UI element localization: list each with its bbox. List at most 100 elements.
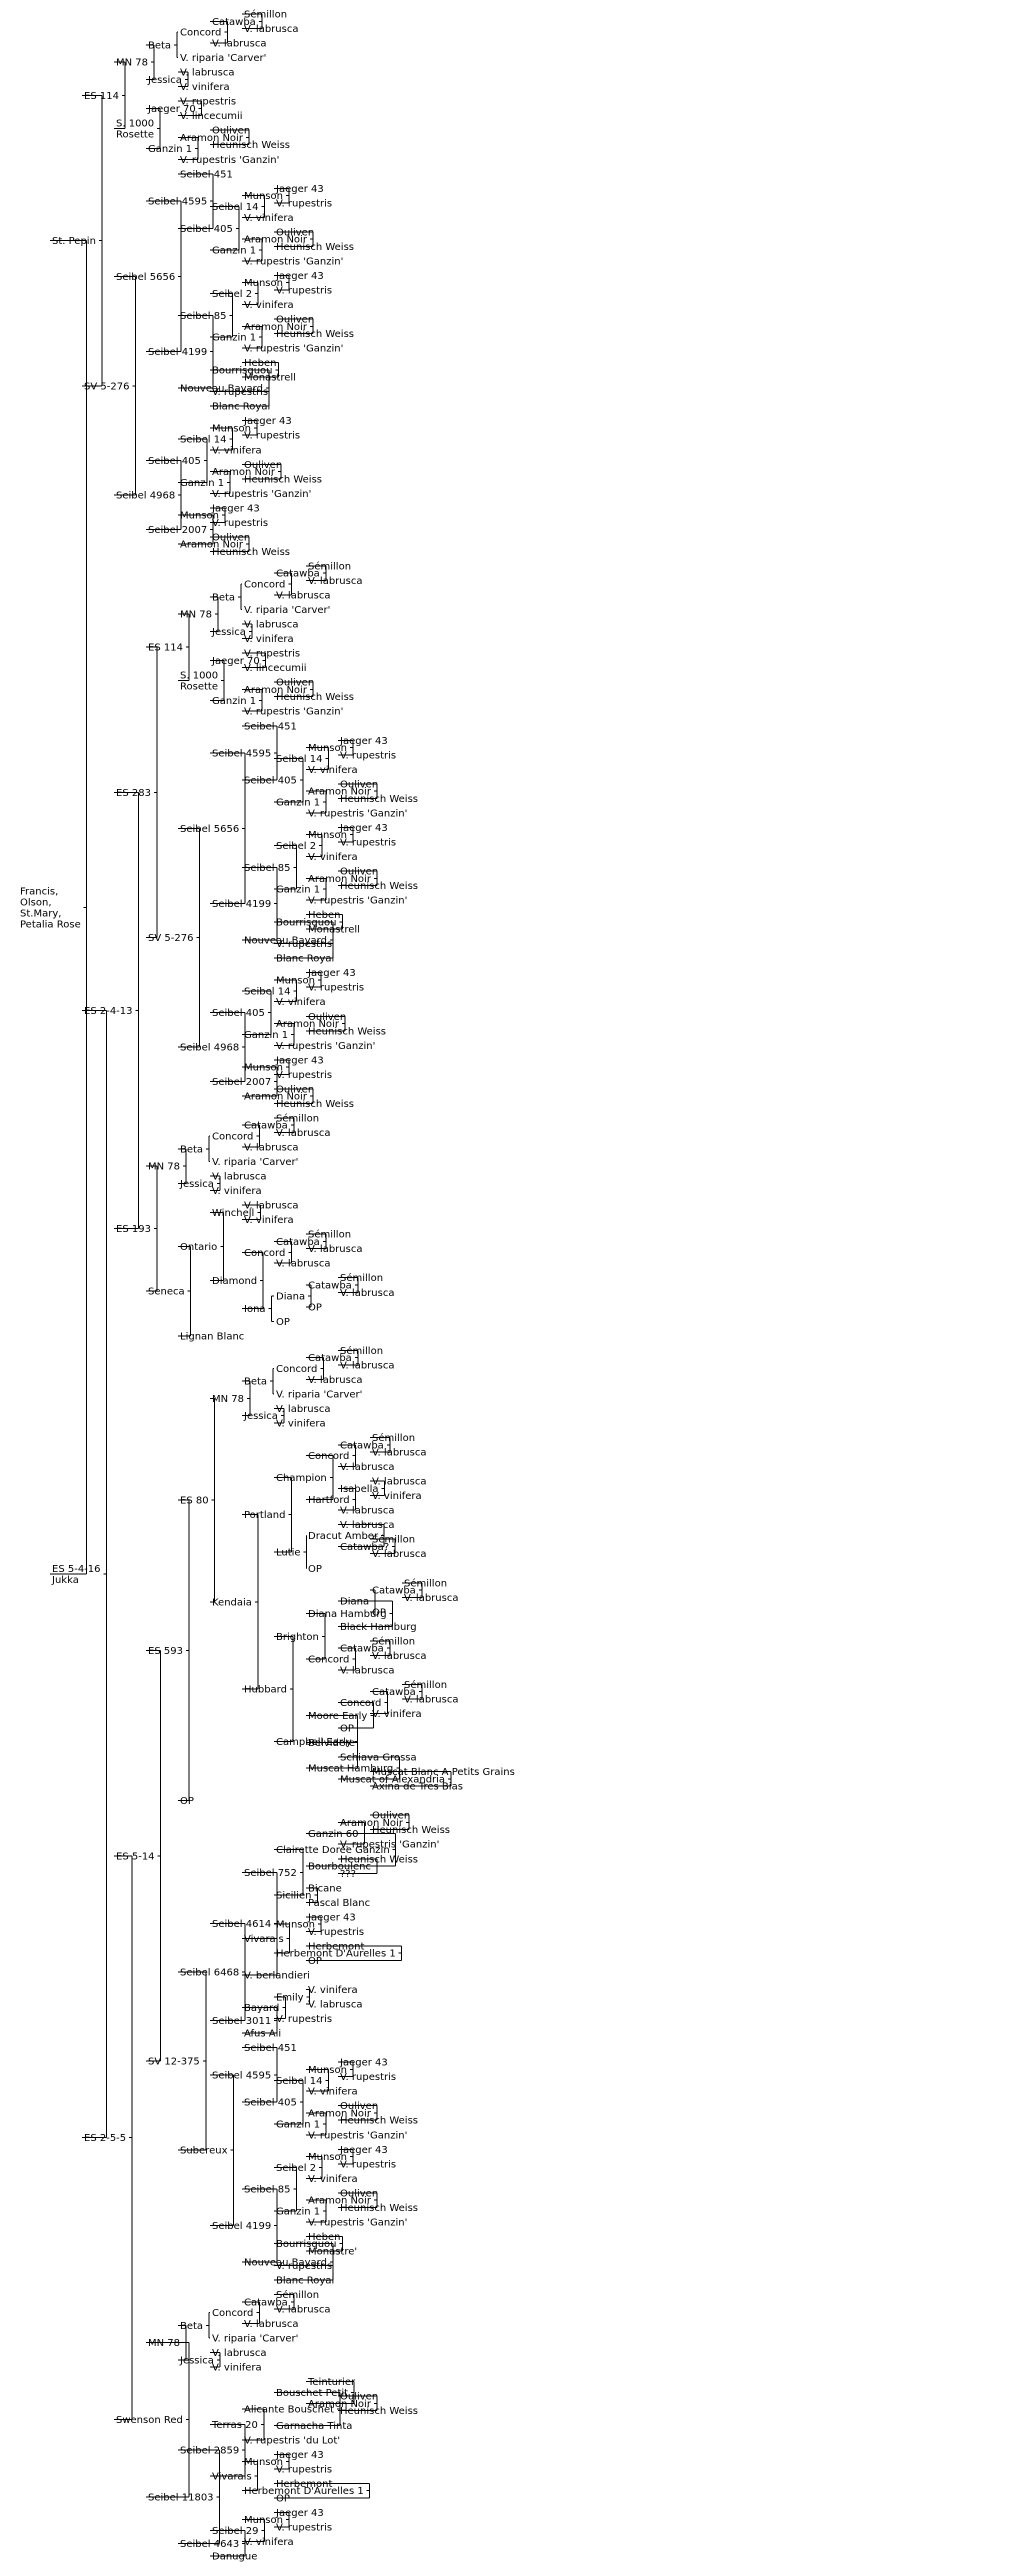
node-label: Heunisch Weiss [244,474,322,485]
node-label: Heben [244,358,277,369]
node-label: V. riparia 'Carver' [276,1389,362,1400]
node-label: V. rupestris [276,2464,332,2475]
node-label: V. riparia 'Carver' [244,605,330,616]
node-label: Herbemont [276,2479,332,2490]
node-label: Muscat Blanc A Petits Grains [372,1767,515,1778]
node-label: Jaeger 43 [275,184,324,195]
node-label: ES 593 [148,1646,183,1657]
node-label: Concord [212,2308,253,2319]
node-label: Ontario [180,1242,217,1253]
node-label: Seibel 752 [244,1868,297,1879]
node-label: Jaeger 43 [275,2508,324,2519]
node-label: Sémillon [340,1272,383,1284]
node-label: Ganzin 1 [212,246,256,257]
node-label: Munson [276,1920,315,1931]
node-label: V. rupestris [244,431,300,442]
node-label: Seibel 405 [180,224,233,235]
node-label: Bayard [244,2003,279,2014]
node-label: Seibel 2007 [212,1077,271,1088]
node-label: Sémillon [308,1229,351,1241]
node-label: Sicilien [276,1891,311,1902]
node-label: Jaeger 43 [339,2145,388,2156]
node-label: Ouliven [372,1811,410,1822]
node-label: Seibel 4595 [212,749,271,760]
node-label: Seibel 2859 [180,2446,239,2457]
node-label: Seibel 4968 [116,491,175,502]
node-label: V. vinifera [244,300,294,311]
node-label: V. rupestris [276,1070,332,1081]
node-label: Black Hamburg [340,1622,417,1633]
node-label: Jaeger 43 [307,1912,356,1923]
node-label: Seibel 14 [212,202,258,213]
node-label: Seibel 4199 [212,2221,271,2232]
node-label: V. vinifera [244,2537,294,2548]
node-label: V. berlandieri [244,1971,310,1982]
node-label: V. vinifera [212,2363,262,2374]
node-label: Jaeger 43 [339,2058,388,2069]
node-label: Seibel 2 [276,841,316,852]
node-label: Ganzin 1 [276,2119,320,2130]
node-label: MN 78 [212,1394,244,1405]
node-label: V. rupestris [276,198,332,209]
node-label: Kendaia [212,1597,252,1608]
node-label: V. labrusca [212,2348,266,2359]
node-label: Catawba [276,1237,320,1248]
node-label: Aramon Noir [340,1818,404,1829]
node-label: Munson [244,1063,283,1074]
node-label: Seibel 405 [212,1008,265,1019]
node-label: Seibel 4595 [212,2070,271,2081]
node-label: V. rupestris [308,983,364,994]
node-label: V. rupestris 'Ganzin' [276,1041,375,1052]
node-label: Sémillon [276,2289,319,2301]
node-label: OP [308,1956,322,1967]
node-label: V. vinifera [212,445,262,456]
node-label: Sémillon [244,9,287,21]
node-label: Seibel 14 [276,2076,322,2087]
node-label: Belvidere [308,1738,355,1749]
node-label: V. rupestris 'Ganzin' [308,808,407,819]
node-label: Jessica [147,75,182,86]
node-label: V. rupestris 'Ganzin' [308,2217,407,2228]
node-label: V. rupestris [308,1927,364,1938]
node-label: Seibel 4199 [212,899,271,910]
node-label: Beta [180,2321,203,2332]
node-label: V. labrusca [308,2000,362,2011]
node-label: V. vinifera [308,765,358,776]
node-label: ES 114 [148,643,183,654]
node-label: SV 5-276 [148,933,193,944]
node-label: Seneca [148,1287,185,1298]
node-label: Moore Early [308,1711,367,1722]
node-label: Beta [180,1144,203,1155]
node-label: Aramon Noir [308,2109,372,2120]
node-label: Seibel 14 [180,434,226,445]
node-label: SV 5-276 [84,381,129,392]
node-label: V. vinifera [372,1709,422,1720]
node-label: V. vinifera [244,213,294,224]
node-label: Champion [276,1473,327,1484]
node-label: Heben [308,910,341,921]
node-label: Herbemont D'Aurelles 1 [276,1949,396,1960]
node-label: Munson [276,976,315,987]
node-label: Sémillon [276,1113,319,1125]
node-label: Aramon Noir [308,2196,372,2207]
node-label: Isabella [340,1484,378,1495]
node-label: V. vinifera [212,1186,262,1197]
node-label: Hartford [308,1495,350,1506]
node-label: V. labrusca [308,1244,362,1255]
node-label: Terras 20 [211,2420,258,2431]
node-label: Bourrisquou [212,365,273,376]
node-label: Seibel 85 [244,2185,290,2196]
node-label: V. labrusca [404,1695,458,1706]
node-label: Seibel 4968 [180,1043,239,1054]
node-label: V. labrusca [340,1665,394,1676]
node-label: Muscat of Alexandria [340,1774,445,1785]
node-label: Jaeger 43 [275,2450,324,2461]
node-label: V. labrusca [244,620,298,631]
node-label: Aramon Noir [180,133,244,144]
node-label: Concord [212,1132,253,1143]
node-label: V. rupestris [340,750,396,761]
node-label: V. vinifera [372,1491,422,1502]
node-label: Concord [276,1364,317,1375]
